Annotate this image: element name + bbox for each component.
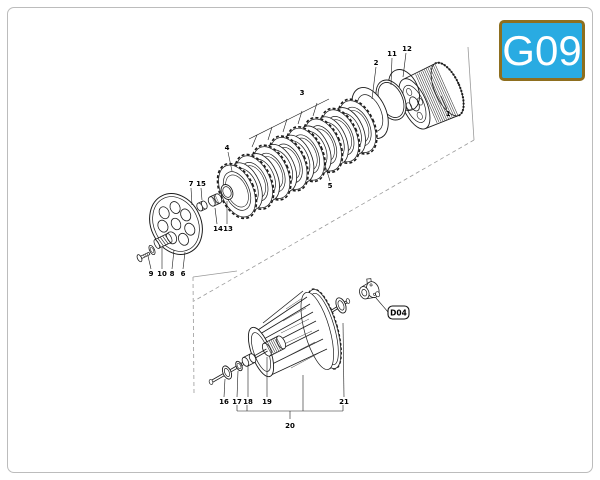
callouts: 1 2 3 4 5 6 7 8 9 10 11 12 13 14 15 16 1…: [149, 45, 451, 430]
callout-20: 20: [285, 422, 295, 430]
nut: [196, 200, 208, 212]
clutch-drum: [398, 61, 465, 130]
callout-21: 21: [339, 398, 349, 406]
callout-17: 17: [232, 398, 242, 406]
washer-right: [335, 297, 347, 314]
callout-3: 3: [300, 89, 305, 97]
lower-assembly: [208, 278, 381, 385]
callout-4: 4: [225, 144, 230, 152]
callout-11: 11: [387, 50, 397, 58]
ref-part: [359, 278, 381, 300]
ref-tag-label[interactable]: D04: [390, 308, 407, 317]
callout-1: 1: [446, 110, 451, 118]
o-ring-small: [220, 184, 234, 200]
callout-7: 7: [189, 180, 194, 188]
page-code-text: G09: [502, 26, 582, 74]
spring: [153, 233, 173, 249]
frame-lines: [192, 46, 475, 394]
callout-2: 2: [374, 59, 379, 67]
washer: [221, 365, 233, 380]
callout-8: 8: [170, 270, 175, 278]
spacer: [241, 353, 257, 367]
ring: [235, 360, 243, 372]
ref-tag-d04[interactable]: D04: [387, 305, 410, 320]
callout-14: 14: [213, 225, 223, 233]
callout-10: 10: [157, 270, 167, 278]
splined-sleeve: [261, 335, 287, 357]
page-code-badge: G09: [499, 20, 585, 81]
callout-16: 16: [219, 398, 229, 406]
basket-fingers: [252, 290, 328, 377]
callout-5: 5: [328, 182, 333, 190]
callout-13: 13: [223, 225, 233, 233]
leader-lines: [147, 52, 448, 419]
callout-6: 6: [181, 270, 186, 278]
plate-stack: [208, 92, 386, 226]
callout-9: 9: [149, 270, 154, 278]
callout-12: 12: [402, 45, 412, 53]
washer-screw: [148, 244, 156, 256]
bushing: [207, 193, 223, 207]
screw: [136, 251, 151, 263]
upper-assembly: [136, 61, 465, 263]
callout-19: 19: [262, 398, 272, 406]
callout-15: 15: [196, 180, 206, 188]
callout-18: 18: [243, 398, 253, 406]
